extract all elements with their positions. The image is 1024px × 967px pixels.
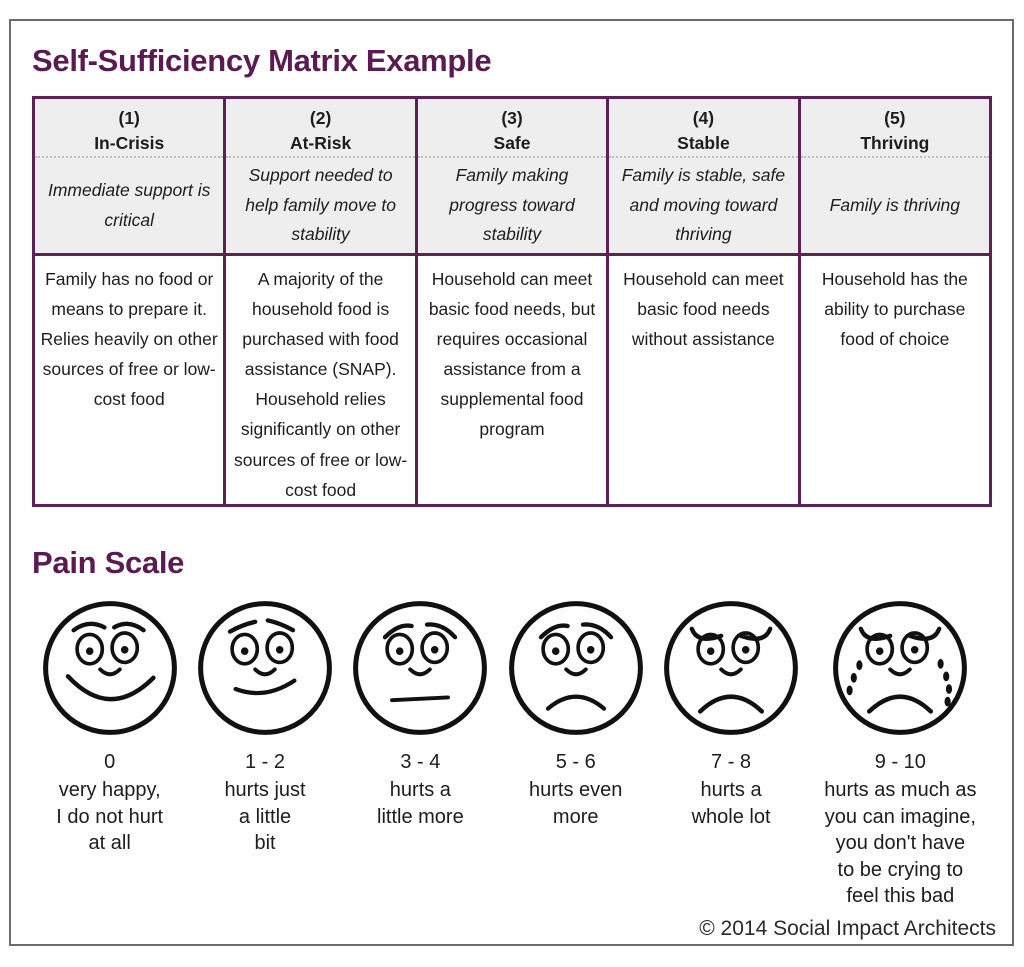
column-body-text: Family has no food or means to prepare i… [40,269,218,410]
pain-level-7-8: 7 - 8 hurts a whole lot [653,597,808,830]
column-body-text: A majority of the household food is purc… [234,269,408,500]
matrix-column-in-crisis: (1) In-Crisis Immediate support is criti… [35,99,224,504]
column-name: Thriving [860,133,930,154]
pain-rating: 5 - 6 [555,751,596,773]
column-header: (3) Safe Family making progress toward s… [417,99,607,256]
pain-scale-faces-row: 0 very happy, I do not hurt at all 1 - 2… [32,597,992,910]
slight-smile-face-icon [195,597,335,739]
pain-rating: 0 [104,751,116,773]
copyright-text: © 2014 Social Impact Architects [699,917,996,940]
matrix-column-at-risk: (2) At-Risk Support needed to help famil… [223,99,415,504]
pain-level-9-10: 9 - 10 hurts as much as you can imagine,… [809,597,992,910]
column-number: (2) [309,108,332,128]
column-number: (4) [692,108,715,128]
pain-description: hurts as much as you can imagine, you do… [824,779,977,908]
column-name: At-Risk [289,133,352,154]
pain-rating: 9 - 10 [874,751,926,773]
pain-level-3-4: 3 - 4 hurts a little more [343,597,498,830]
column-body-text: Household can meet basic food needs, but… [428,269,596,440]
column-number: (5) [884,108,906,128]
column-header: (4) Stable Family is stable, safe and mo… [609,99,798,256]
column-name: Stable [677,133,730,154]
matrix-column-safe: (3) Safe Family making progress toward s… [414,99,607,504]
column-subtitle: Family making progress toward stability [417,156,607,253]
column-subtitle: Family is thriving [800,156,990,253]
column-number: (1) [118,108,140,128]
matrix-title: Self-Sufficiency Matrix Example [32,43,492,78]
column-header: (2) At-Risk Support needed to help famil… [226,99,415,256]
neutral-face-icon [350,597,490,739]
pain-description: hurts a little more [377,779,464,828]
matrix-column-thriving: (5) Thriving Family is thriving Househol… [797,99,990,504]
column-subtitle: Immediate support is critical [35,156,224,253]
pain-description: hurts a whole lot [691,779,771,828]
column-number: (3) [501,108,523,128]
pain-description: hurts just a little bit [224,779,306,855]
frowning-face-icon [506,597,646,739]
column-subtitle: Support needed to help family move to st… [226,156,415,253]
pain-description: hurts even more [529,779,623,828]
column-header: (1) In-Crisis Immediate support is criti… [35,99,224,256]
column-subtitle: Family is stable, safe and moving toward… [609,156,798,253]
pain-rating: 7 - 8 [711,751,752,773]
page-content: Self-Sufficiency Matrix Example (1) In-C… [11,21,1012,944]
pain-scale-title: Pain Scale [32,545,185,580]
smiling-face-icon [40,597,180,739]
column-name: In-Crisis [94,133,165,154]
column-header: (5) Thriving Family is thriving [800,99,990,256]
self-sufficiency-table: (1) In-Crisis Immediate support is criti… [32,96,992,507]
page-border-frame: Self-Sufficiency Matrix Example (1) In-C… [9,19,1014,946]
pain-level-1-2: 1 - 2 hurts just a little bit [187,597,342,857]
pain-rating: 3 - 4 [400,751,441,773]
pain-rating: 1 - 2 [245,751,286,773]
pain-level-0: 0 very happy, I do not hurt at all [32,597,187,857]
sad-face-icon [661,597,801,739]
crying-face-icon [830,597,970,739]
column-name: Safe [493,133,531,154]
matrix-column-stable: (4) Stable Family is stable, safe and mo… [606,99,798,504]
pain-level-5-6: 5 - 6 hurts even more [498,597,653,830]
pain-description: very happy, I do not hurt at all [56,779,164,855]
column-body-text: Household can meet basic food needs with… [623,269,784,350]
column-body-text: Household has the ability to purchase fo… [821,269,968,350]
